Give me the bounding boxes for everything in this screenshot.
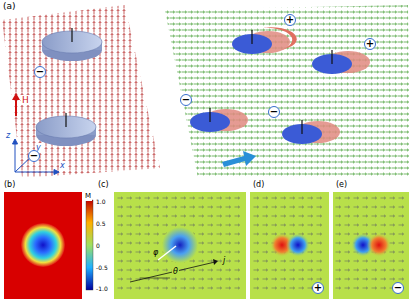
charge-sign: − xyxy=(182,95,190,105)
charge-sign: + xyxy=(286,15,294,25)
charge-sign: − xyxy=(36,67,44,77)
charge-sign: + xyxy=(366,39,374,49)
colorbar-tick: 0.5 xyxy=(95,219,107,229)
panel-label: (c) xyxy=(97,180,110,190)
colorbar-tick: 0 xyxy=(95,241,101,251)
panel-label: (d) xyxy=(252,180,265,190)
charge-sign: − xyxy=(270,107,278,117)
panel-label: (b) xyxy=(3,180,16,190)
spin-field xyxy=(118,197,240,290)
charge-badge: + xyxy=(312,282,324,294)
charge-badge: − xyxy=(180,94,192,106)
spin-field xyxy=(336,197,404,290)
spin-field xyxy=(3,4,162,177)
panel-label: (e) xyxy=(335,180,348,190)
charge-badge: − xyxy=(28,150,40,162)
spin-field xyxy=(254,197,322,290)
charge-sign: − xyxy=(30,151,38,161)
field-label: H xyxy=(21,95,30,105)
current-label: j xyxy=(222,256,226,266)
charge-badge: − xyxy=(392,282,404,294)
axis-label: x xyxy=(59,161,66,171)
spin-field xyxy=(164,5,409,176)
charge-badge: + xyxy=(364,38,376,50)
angle-label: φ xyxy=(152,248,159,258)
colorbar-tick: -1.0 xyxy=(95,284,109,294)
colorbar-title: M xyxy=(84,191,92,201)
charge-badge: − xyxy=(268,106,280,118)
charge-sign: − xyxy=(394,283,402,293)
charge-sign: + xyxy=(314,283,322,293)
colorbar-tick: -0.5 xyxy=(95,263,109,273)
angle-label: θ xyxy=(172,267,179,277)
colorbar-tick: 1.0 xyxy=(95,197,107,207)
charge-badge: − xyxy=(34,66,46,78)
charge-badge: + xyxy=(284,14,296,26)
axis-label: z xyxy=(5,131,11,141)
panel-label: (a) xyxy=(2,1,17,11)
